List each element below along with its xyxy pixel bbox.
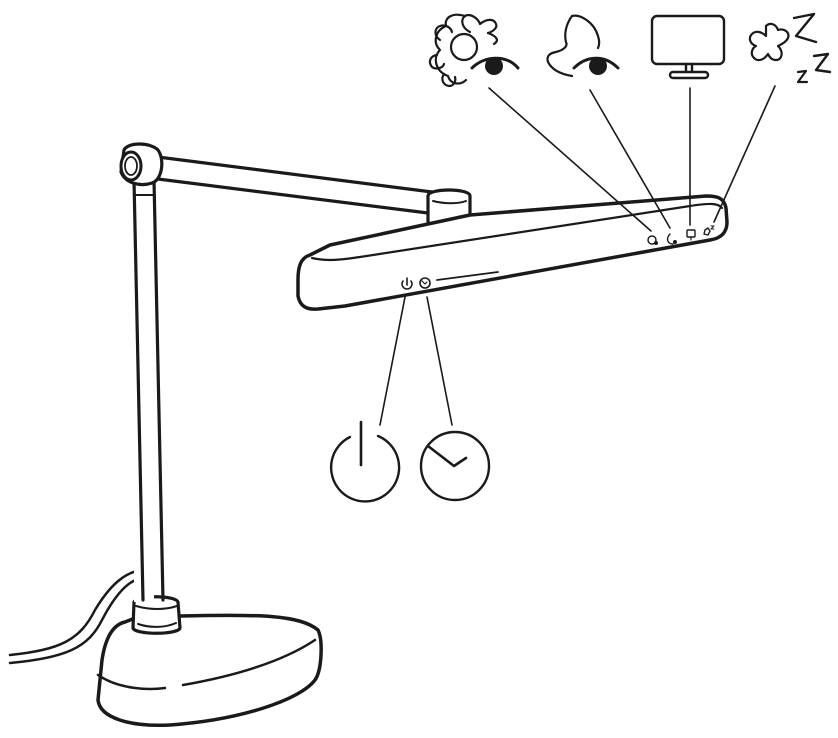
lamp-pole [132, 178, 165, 602]
clock-icon [419, 430, 491, 502]
head-sleep-icon[interactable] [703, 225, 715, 236]
lamp-arm [145, 154, 434, 215]
sleep-zzz-icon [748, 12, 832, 84]
sun-eye-icon [428, 13, 520, 88]
lamp-head [296, 194, 729, 311]
head-monitor-icon[interactable] [686, 229, 696, 241]
moon-eye-icon [546, 14, 620, 78]
head-power-icon[interactable] [401, 277, 413, 290]
lamp-base [96, 595, 323, 728]
bottom-leader-lines [379, 296, 453, 426]
monitor-icon [650, 14, 726, 80]
head-clock-icon[interactable] [419, 277, 431, 289]
power-icon [329, 420, 401, 503]
head-sun-eye-icon[interactable] [647, 235, 658, 245]
top-leader-lines [488, 85, 776, 232]
power-cable [8, 568, 144, 665]
pivot-joint [119, 142, 164, 187]
head-moon-eye-icon[interactable] [666, 233, 677, 245]
